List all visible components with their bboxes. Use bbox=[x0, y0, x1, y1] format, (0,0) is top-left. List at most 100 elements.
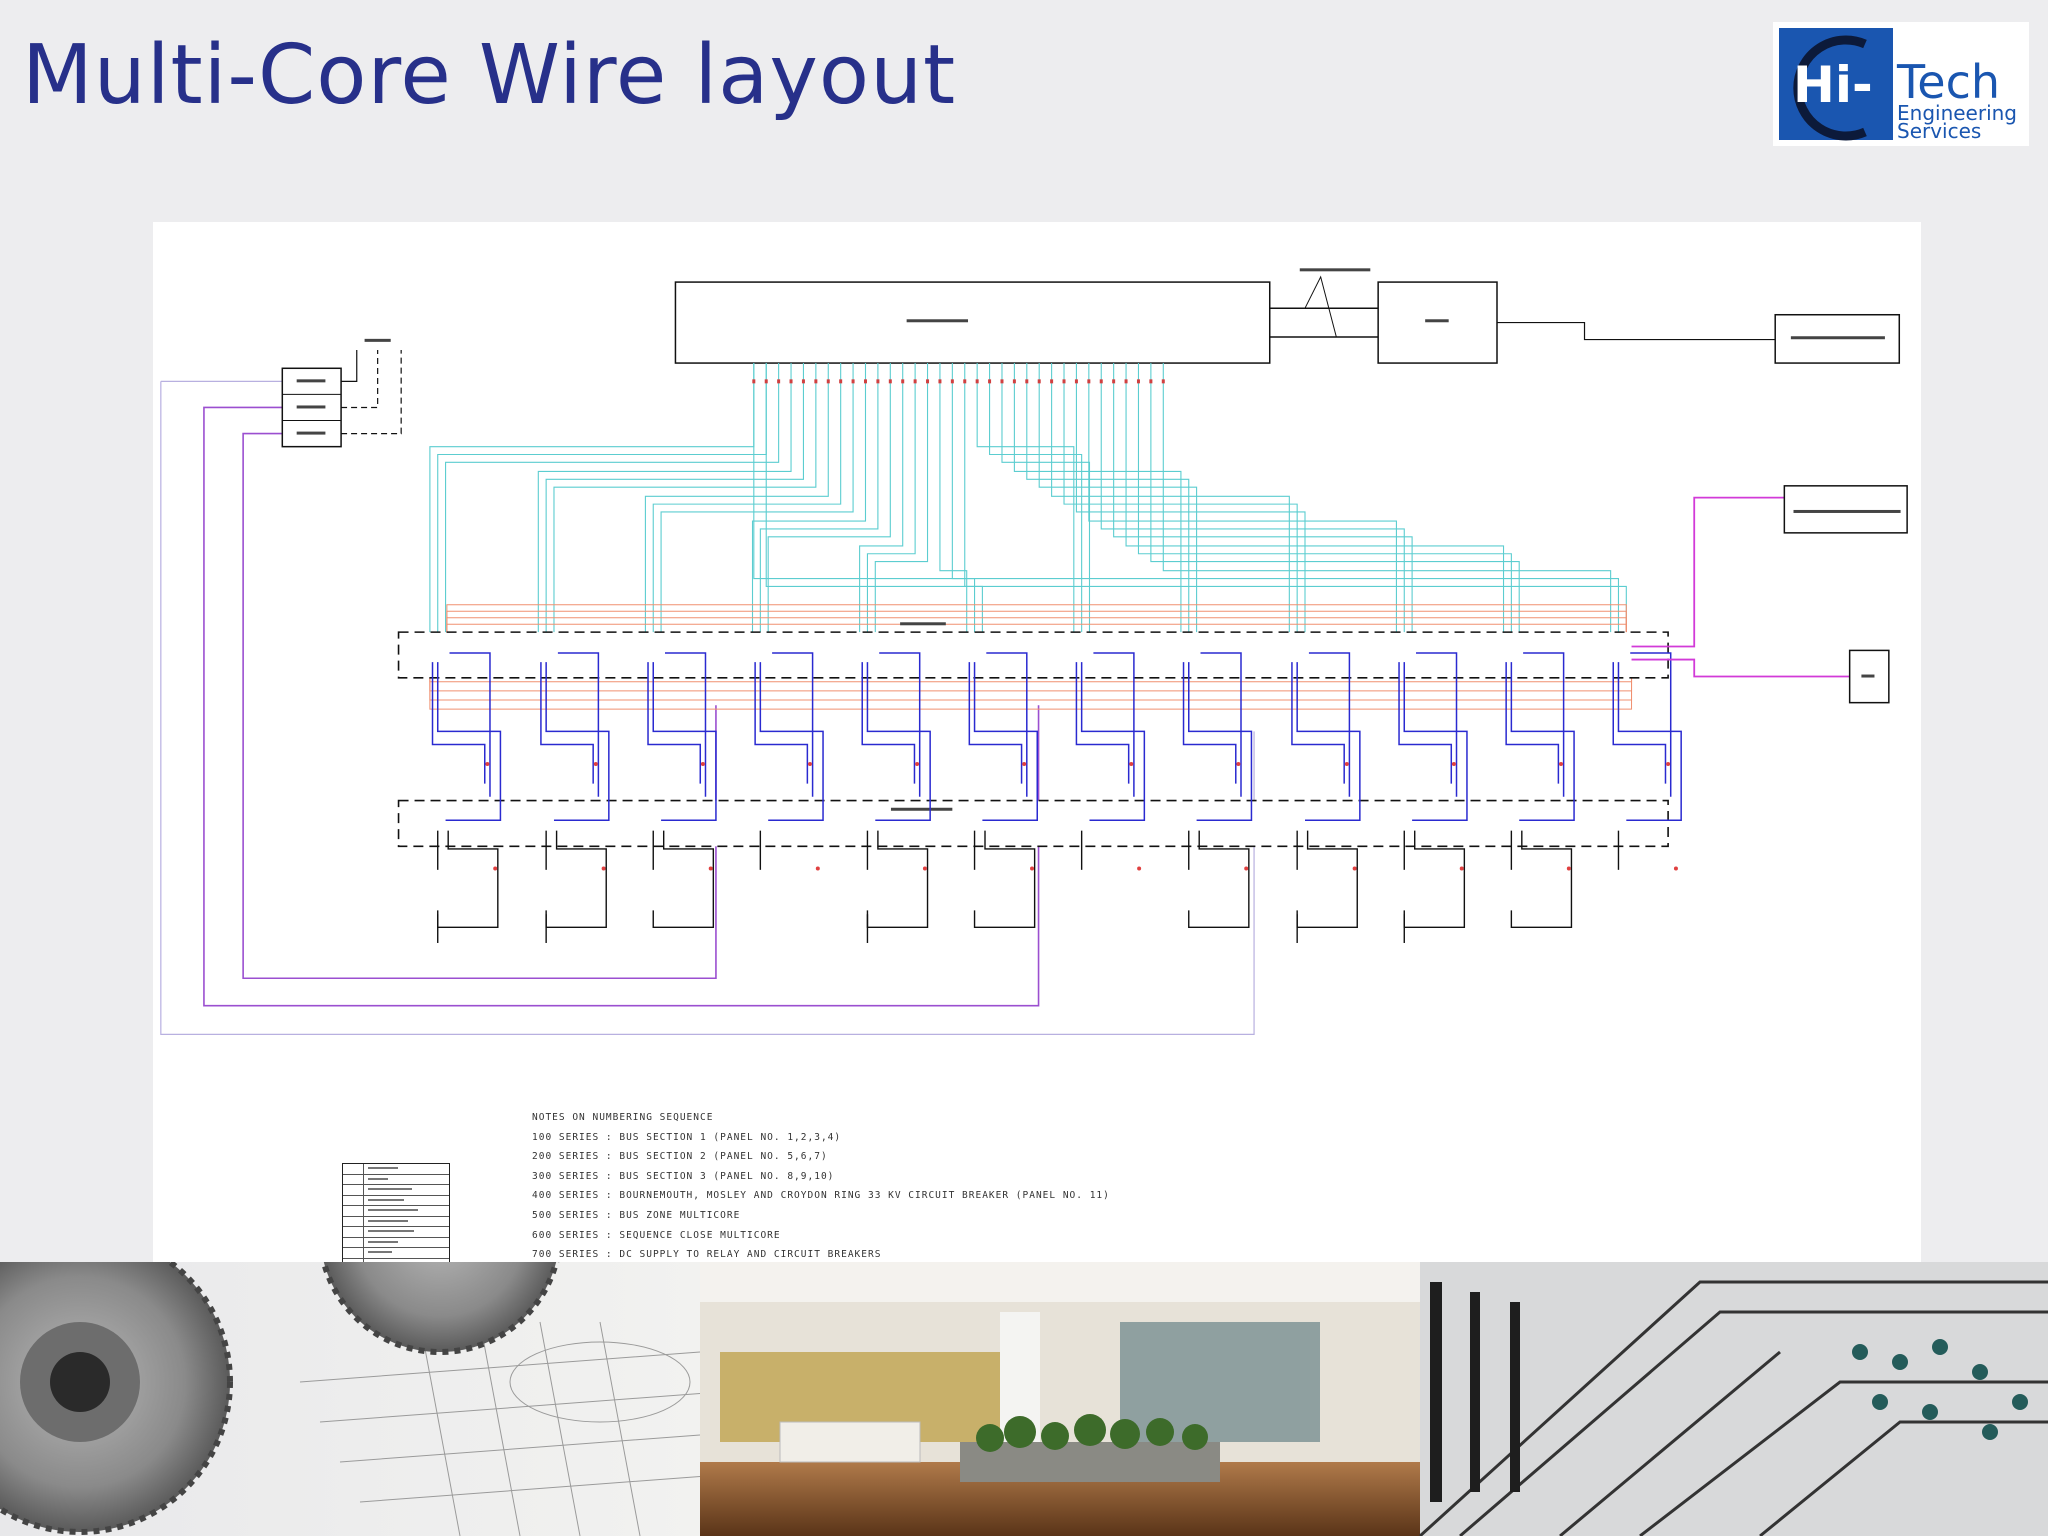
wire-tag bbox=[1087, 379, 1091, 384]
wire-marker bbox=[485, 762, 490, 767]
purple-loop-wire bbox=[160, 381, 1255, 1036]
wire-marker bbox=[1030, 866, 1035, 871]
wire-marker bbox=[1566, 866, 1571, 871]
dc-supply-wire bbox=[341, 350, 379, 409]
decorative-photo-banner bbox=[0, 1262, 2048, 1536]
blue-cb-wire bbox=[968, 662, 1023, 784]
legend-table bbox=[342, 1163, 450, 1263]
control-panel-label bbox=[906, 319, 969, 323]
wire-tag bbox=[1025, 379, 1029, 384]
cyan-control-wire bbox=[753, 363, 1620, 640]
blue-cb-wire bbox=[1523, 652, 1565, 797]
wire-marker bbox=[1673, 866, 1678, 871]
wire-tag bbox=[950, 379, 954, 384]
blue-cb-wire bbox=[1398, 662, 1453, 784]
blue-cb-wire bbox=[759, 662, 824, 821]
blue-cb-wire bbox=[866, 662, 931, 821]
cyan-control-wire bbox=[437, 363, 767, 640]
blue-cb-wire bbox=[1612, 662, 1667, 784]
intertrip-panel-box bbox=[1783, 485, 1908, 534]
auxiliary-box-label bbox=[1425, 319, 1449, 323]
cyan-control-wire bbox=[660, 363, 854, 640]
wire-tag bbox=[963, 379, 967, 384]
remote-cb-label bbox=[1861, 674, 1875, 678]
wire-marker bbox=[815, 866, 820, 871]
wire-tag bbox=[764, 379, 768, 384]
cb-panel-enclosure bbox=[397, 799, 1669, 848]
wire-marker bbox=[1459, 866, 1464, 871]
wire-marker bbox=[1451, 762, 1456, 767]
wire-marker bbox=[1129, 762, 1134, 767]
cyan-control-wire bbox=[1051, 363, 1290, 640]
relay-panel-enclosure bbox=[397, 631, 1669, 679]
cyan-control-wire bbox=[545, 363, 804, 640]
blue-cb-wire bbox=[973, 662, 1038, 821]
slide-title: Multi-Core Wire layout bbox=[22, 28, 957, 123]
cyan-control-wire bbox=[767, 363, 891, 640]
blue-cb-wire bbox=[449, 652, 491, 797]
blue-cb-wire bbox=[1080, 662, 1146, 821]
blue-cb-wire bbox=[1403, 662, 1468, 821]
cb-drop-wire bbox=[973, 830, 1036, 929]
blue-cb-wire bbox=[652, 662, 717, 821]
cyan-control-wire bbox=[1013, 363, 1182, 640]
wire-tag bbox=[1074, 379, 1078, 384]
note-heading: NOTES ON NUMBERING SEQUENCE bbox=[532, 1112, 714, 1123]
wire-marker bbox=[601, 866, 606, 871]
cb-drop-wire bbox=[1188, 830, 1250, 929]
cyan-control-wire bbox=[445, 363, 780, 640]
wire-marker bbox=[1236, 762, 1241, 767]
cyan-control-wire bbox=[652, 363, 842, 640]
wire-tag bbox=[876, 379, 880, 384]
wire-tag bbox=[851, 379, 855, 384]
cyan-control-wire bbox=[866, 363, 916, 640]
blue-cb-wire bbox=[665, 652, 707, 797]
wire-marker bbox=[593, 762, 598, 767]
dc-supply-label bbox=[296, 379, 326, 383]
intertrip-panel-label bbox=[1793, 509, 1901, 513]
cyan-control-wire bbox=[751, 363, 867, 640]
wire-tag bbox=[752, 379, 756, 384]
magenta-intertrip-wire bbox=[1631, 658, 1850, 678]
cyan-control-wire bbox=[1125, 363, 1505, 640]
cyan-control-wire bbox=[1113, 363, 1413, 640]
magenta-intertrip-wire bbox=[1631, 496, 1785, 648]
dc-supply-label bbox=[296, 405, 326, 409]
svg-text:Hi-: Hi- bbox=[1793, 56, 1873, 114]
cyan-control-wire bbox=[1026, 363, 1190, 640]
purple-loop-wire bbox=[242, 432, 717, 980]
wire-marker bbox=[708, 866, 713, 871]
wire-marker bbox=[1022, 762, 1027, 767]
wire-marker bbox=[922, 866, 927, 871]
wire-marker bbox=[700, 762, 705, 767]
blue-cb-wire bbox=[431, 662, 486, 784]
wire-tag bbox=[1037, 379, 1041, 384]
bus-link-label bbox=[1299, 268, 1371, 272]
cyan-control-wire bbox=[1088, 363, 1397, 640]
bus-link-marker bbox=[1304, 275, 1337, 338]
wire-tag bbox=[1124, 379, 1128, 384]
cyan-control-wire bbox=[644, 363, 829, 640]
note-line: 700 SERIES : DC SUPPLY TO RELAY AND CIRC… bbox=[532, 1249, 882, 1261]
wire-tag bbox=[1000, 379, 1004, 384]
purple-loop-wire bbox=[203, 406, 1040, 1007]
note-line: 300 SERIES : BUS SECTION 3 (PANEL NO. 8,… bbox=[532, 1170, 835, 1182]
dc-supply-label bbox=[296, 431, 326, 435]
cyan-control-wire bbox=[553, 363, 817, 640]
wire-marker bbox=[915, 762, 920, 767]
blue-cb-wire bbox=[545, 662, 610, 821]
wire-tag bbox=[1099, 379, 1103, 384]
blue-cb-wire bbox=[879, 652, 921, 797]
remote-link bbox=[1497, 321, 1776, 341]
wire-marker bbox=[1666, 762, 1671, 767]
wire-tag bbox=[814, 379, 818, 384]
note-line: 600 SERIES : SEQUENCE CLOSE MULTICORE bbox=[532, 1229, 781, 1241]
cyan-control-wire bbox=[537, 363, 792, 640]
wire-marker bbox=[807, 762, 812, 767]
cyan-control-wire bbox=[429, 363, 755, 640]
note-line: 200 SERIES : BUS SECTION 2 (PANEL NO. 5,… bbox=[532, 1151, 828, 1163]
cyan-control-wire bbox=[964, 363, 983, 640]
wire-tag bbox=[1050, 379, 1054, 384]
relay-panel-label bbox=[900, 622, 946, 626]
blue-cb-wire bbox=[772, 652, 814, 797]
